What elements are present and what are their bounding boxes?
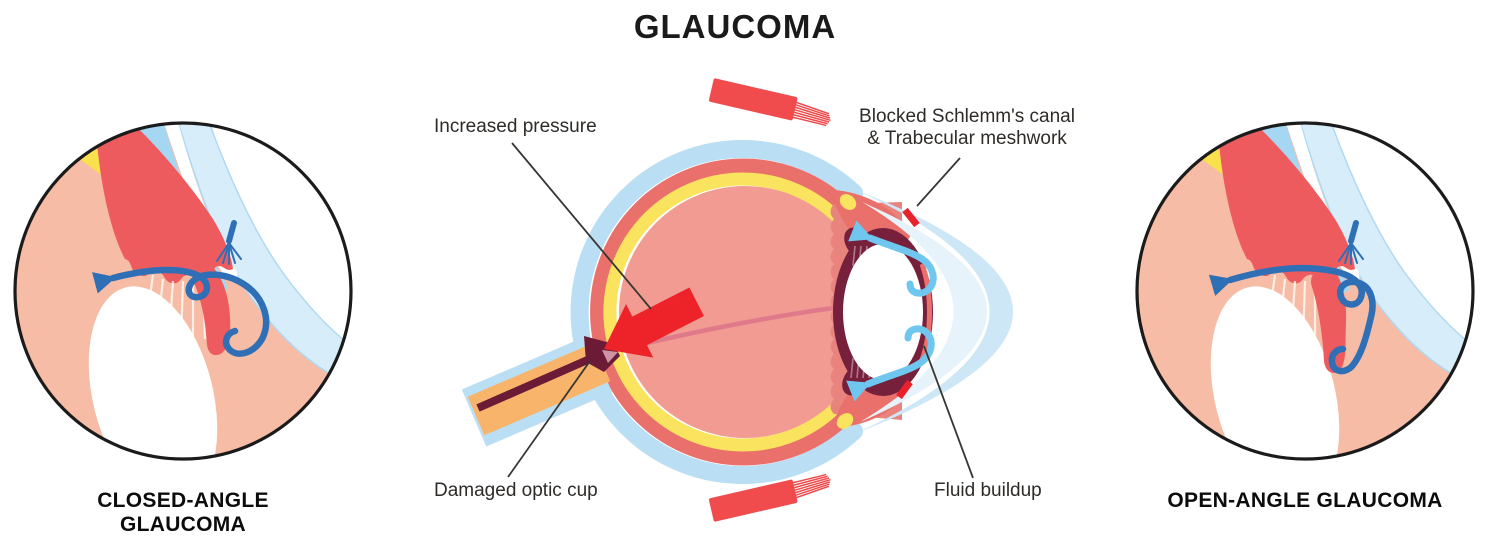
pointer-lines [507, 142, 974, 479]
open-angle-panel [1135, 121, 1475, 461]
label-blocked-schlemms-canal: Blocked Schlemm's canal & Trabecular mes… [858, 106, 1076, 150]
eye-cross-section [461, 78, 1014, 522]
optic-nerve [461, 335, 620, 447]
pointer-line-increased-pressure [511, 142, 652, 310]
label-damaged-optic-cup: Damaged optic cup [434, 480, 598, 501]
optic-cup-notch [602, 350, 618, 363]
cornea [854, 190, 1014, 434]
blocked-canal-dash-bottom [896, 379, 913, 400]
sclera-ring [570, 140, 863, 484]
eye-muscle-top [708, 78, 831, 127]
retina-tip-bottom [836, 413, 854, 429]
label-fluid-buildup: Fluid buildup [934, 480, 1042, 501]
pressure-arrow-icon [604, 287, 704, 358]
lens [843, 244, 923, 380]
label-increased-pressure: Increased pressure [434, 116, 597, 137]
vitreous-body [619, 186, 871, 438]
iris-tail [193, 265, 231, 356]
panel-circle-outline [13, 121, 353, 461]
aqueous-flow-arrow [1208, 265, 1376, 375]
blocked-canal-dash-top [902, 207, 920, 228]
label-blocked-line2: & Trabecular meshwork [867, 128, 1067, 149]
page-title: GLAUCOMA [633, 8, 837, 45]
fluid-arrow-top [848, 220, 937, 297]
retina-ring [603, 172, 844, 452]
closed-angle-panel [13, 121, 353, 461]
fluid-arrow-bottom [846, 325, 935, 402]
choroid-ring [590, 158, 853, 466]
label-blocked-line1: Blocked Schlemm's canal [859, 106, 1075, 127]
eye-muscle-bottom [708, 473, 831, 522]
pointer-line-blocked-canal [916, 157, 961, 207]
pointer-line-damaged-optic-cup [507, 360, 591, 478]
caption-closed-angle-glaucoma: CLOSED-ANGLE GLAUCOMA [97, 489, 269, 536]
pointer-line-fluid-buildup [923, 345, 974, 479]
aqueous-flow-arrow [92, 266, 270, 357]
panel-circle-outline [1135, 121, 1475, 461]
retina-tip-top [839, 194, 857, 210]
caption-open-angle-glaucoma: OPEN-ANGLE GLAUCOMA [1167, 489, 1443, 512]
